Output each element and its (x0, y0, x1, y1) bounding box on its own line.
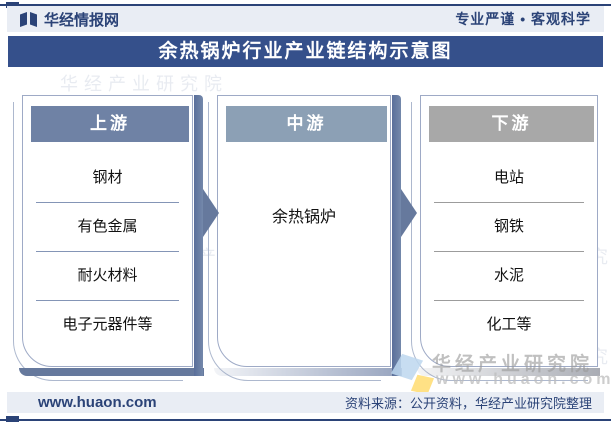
page-title: 余热锅炉行业产业链结构示意图 (8, 36, 603, 67)
arrow-strip (392, 95, 401, 376)
list-item: 化工等 (486, 316, 532, 333)
top-rule-dash (6, 2, 19, 8)
brand-logo-icon (20, 11, 37, 27)
upstream-card: 上游 钢材 有色金属 耐火材料 电子元器件等 (13, 95, 204, 381)
midstream-item: 余热锅炉 (271, 209, 336, 226)
background-watermark: 华经产业研究院 (60, 74, 228, 94)
arrow-right-icon (203, 189, 219, 237)
column-header-upstream: 上游 (31, 106, 189, 142)
brand-name: 华经情报网 (44, 11, 120, 29)
column-header-downstream: 下游 (429, 106, 594, 142)
list-item: 电子元器件等 (62, 316, 153, 333)
brand: 华经情报网 (20, 9, 119, 30)
header-bar: 华经情报网 专业严谨 • 客观科学 (7, 6, 604, 32)
list-item: 电站 (434, 154, 584, 203)
list-item: 水泥 (434, 252, 584, 301)
list-item: 有色金属 (36, 203, 179, 252)
list-item: 耐火材料 (36, 252, 179, 301)
midstream-card: 中游 余热锅炉 (208, 95, 402, 381)
downstream-card: 下游 电站 钢铁 水泥 化工等 (411, 95, 600, 381)
arrow-right-icon (401, 189, 417, 237)
column-header-midstream: 中游 (226, 106, 387, 142)
list-item: 钢材 (36, 154, 179, 203)
downstream-items: 电站 钢铁 水泥 化工等 (434, 154, 584, 349)
footer-site-url: www.huaon.com (38, 394, 157, 411)
bottom-rule-line (0, 419, 611, 421)
footer-source-note: 资料来源：公开资料，华经产业研究院整理 (344, 396, 592, 411)
top-rule-line (0, 4, 611, 6)
arrow-strip (194, 95, 203, 376)
upstream-items: 钢材 有色金属 耐火材料 电子元器件等 (36, 154, 179, 349)
bottom-rule-dash (6, 416, 19, 422)
watermark-url: www.huaon.com (436, 371, 611, 388)
header-tagline: 专业严谨 • 客观科学 (455, 11, 591, 27)
list-item: 钢铁 (434, 203, 584, 252)
footer-bar: www.huaon.com 资料来源：公开资料，华经产业研究院整理 (7, 392, 604, 413)
watermark-text: 华经产业研究院 (432, 354, 594, 375)
